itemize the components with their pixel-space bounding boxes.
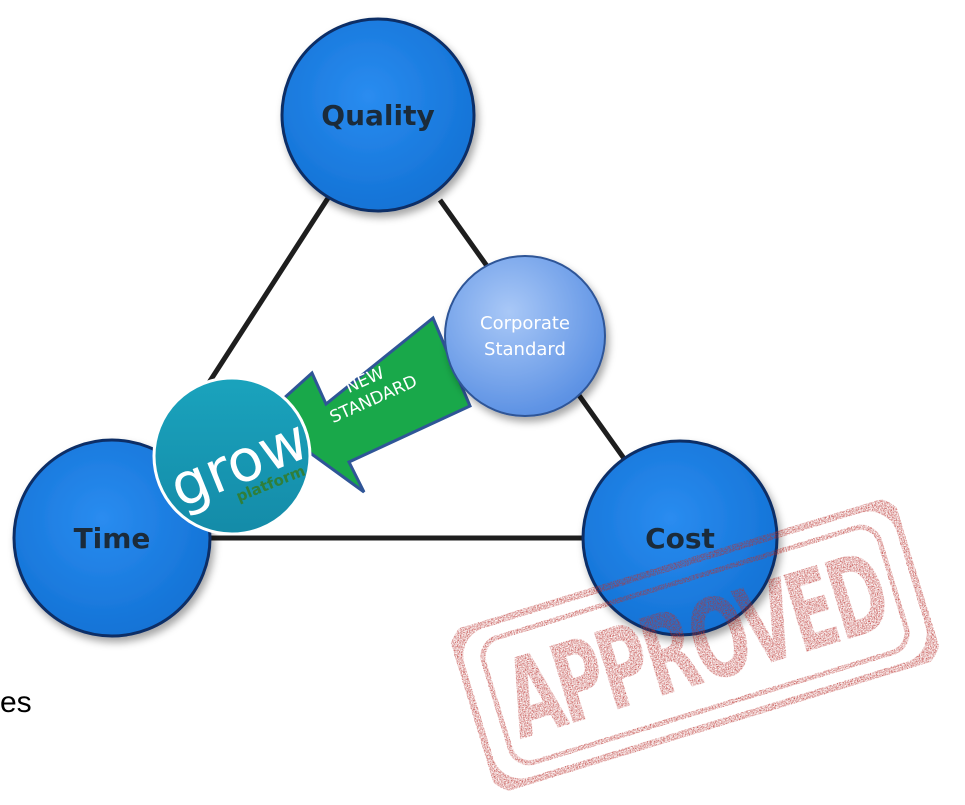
node-quality	[280, 17, 476, 213]
node-quality-label: Quality	[321, 99, 434, 132]
corporate-label-line1: Corporate	[480, 313, 570, 334]
cropped-side-text: es	[0, 686, 32, 719]
node-time-label: Time	[74, 522, 151, 555]
corporate-label-line2: Standard	[484, 339, 566, 360]
new-standard-arrow: NEW STANDARD	[259, 315, 472, 494]
grow-platform-logo: grow platform	[152, 376, 317, 536]
node-corporate-standard	[444, 255, 606, 417]
